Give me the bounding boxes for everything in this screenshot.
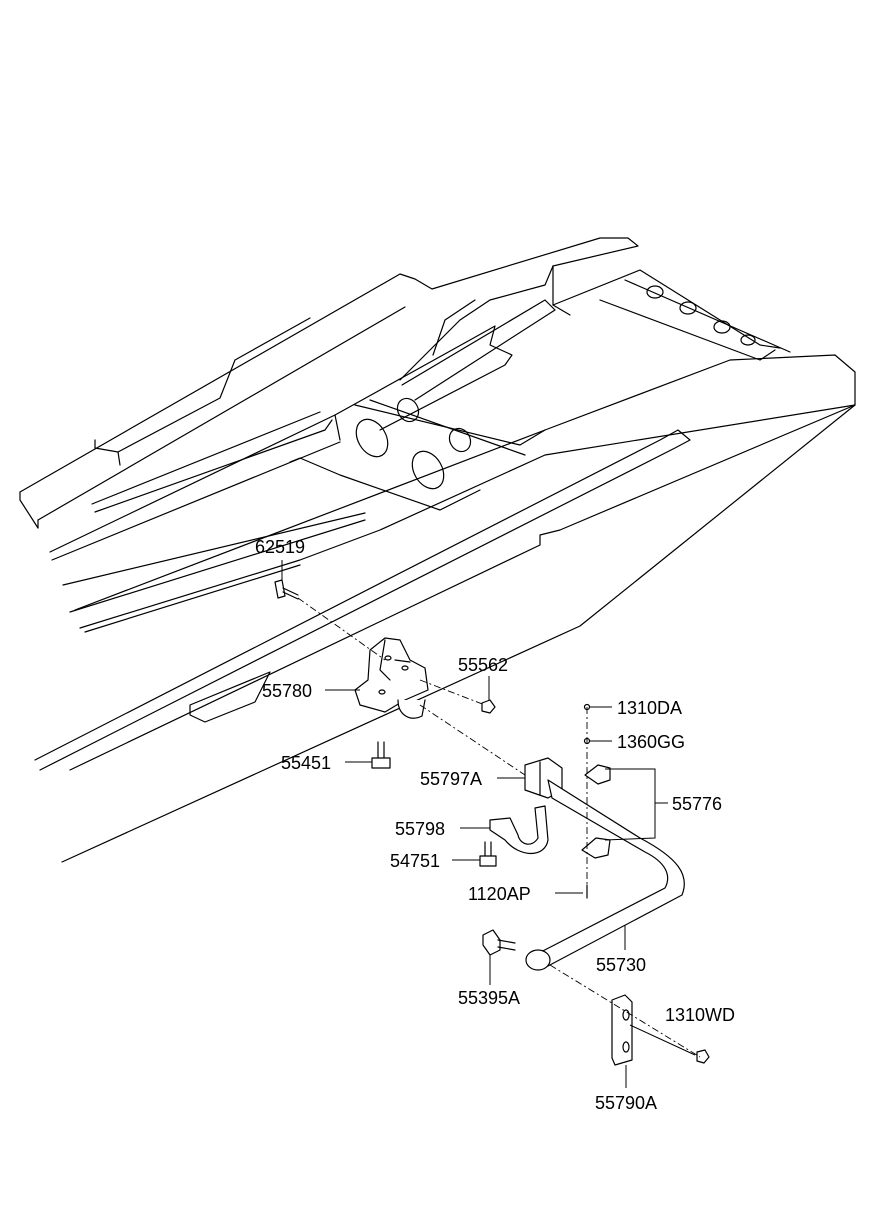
bolt-62519 — [274, 579, 299, 600]
label-55776: 55776 — [672, 794, 722, 814]
vehicle-frame — [19, 237, 856, 863]
nut-1310WD — [696, 1049, 710, 1064]
part-labels: 62519 55562 55780 55451 55797A 55798 547… — [255, 537, 735, 1113]
bolt-54751 — [479, 841, 497, 867]
label-55790A: 55790A — [595, 1093, 657, 1113]
label-55562: 55562 — [458, 655, 508, 675]
label-55797A: 55797A — [420, 769, 482, 789]
label-1360GG: 1360GG — [617, 732, 685, 752]
label-55780: 55780 — [262, 681, 312, 701]
bolt-55451 — [371, 741, 391, 769]
label-1120AP: 1120AP — [468, 884, 531, 904]
centerlines — [297, 597, 701, 1058]
nut-55562 — [481, 699, 496, 714]
clamps-55776 — [581, 764, 611, 859]
label-55395A: 55395A — [458, 988, 520, 1008]
clamp-55798 — [489, 805, 549, 854]
bolt-55395A — [482, 929, 516, 956]
label-55451: 55451 — [281, 753, 331, 773]
label-1310DA: 1310DA — [617, 698, 682, 718]
label-55798: 55798 — [395, 819, 445, 839]
stabilizer-bar-55730 — [525, 779, 685, 971]
link-55790A — [611, 994, 633, 1066]
leader-lines — [281, 560, 696, 1088]
label-1310WD: 1310WD — [665, 1005, 735, 1025]
label-54751: 54751 — [390, 851, 440, 871]
bracket-55780 — [354, 637, 429, 719]
label-62519: 62519 — [255, 537, 305, 557]
label-55730: 55730 — [596, 955, 646, 975]
